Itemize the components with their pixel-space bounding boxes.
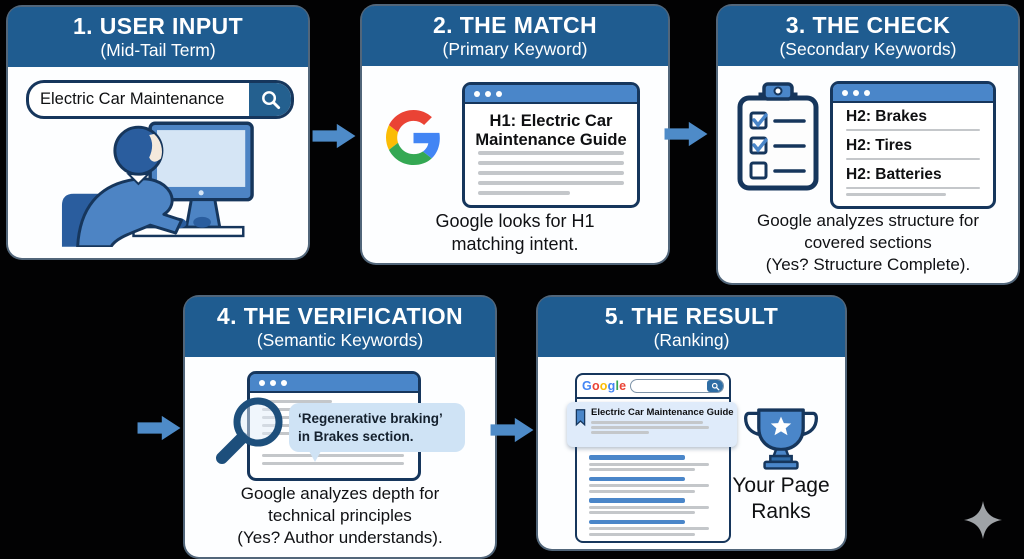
serp-result [589,498,709,514]
text-line [262,400,332,403]
step-3-subtitle: (Secondary Keywords) [779,38,957,59]
step-4-subtitle: (Semantic Keywords) [256,329,424,350]
step-3-body: H2: Brakes H2: Tires H2: Batteries Googl… [718,66,1018,283]
person-at-computer-illustration [61,121,254,247]
flow-arrow-1-icon [312,123,356,149]
magnifier-lens-icon [216,397,283,464]
trophy-icon [744,408,818,470]
step-4-header: 4. THE VERIFICATION (Semantic Keywords) [185,297,495,357]
flow-arrow-4-icon [490,417,534,443]
step-2-card: 2. THE MATCH (Primary Keyword) H1: Elect… [362,6,668,263]
step-2-header: 2. THE MATCH (Primary Keyword) [362,6,668,66]
search-icon [249,83,291,116]
semantic-keyword-bubble: ‘Regenerative braking’ in Brakes section… [289,403,465,463]
step-4-title: 4. THE VERIFICATION [216,303,464,330]
flow-arrow-2-icon [664,121,708,147]
text-line [478,151,624,155]
step-5-card: 5. THE RESULT (Ranking) Google [538,297,845,549]
search-query-text: Electric Car Maintenance [40,90,225,108]
h2-list: H2: Brakes H2: Tires H2: Batteries [846,109,983,203]
window-control-dots [250,374,418,393]
serp-result-list [589,455,709,536]
step-4-body: ‘Regenerative braking’ in Brakes section… [185,357,495,557]
bookmark-ribbon-icon [575,409,586,427]
step-5-header: 5. THE RESULT (Ranking) [538,297,845,357]
h2-item: H2: Batteries [846,166,942,183]
google-g-logo [386,110,440,165]
window-control-dots [833,84,993,103]
text-line [591,421,703,424]
serp-page-mock: Google Electric Car Maintenance Guide [567,373,737,543]
serp-result [589,519,709,536]
step-5-body: Google Electric Car Maintenance Guide [538,357,845,549]
step-2-caption: Google looks for H1 matching intent. [435,211,595,255]
search-bar: Electric Car Maintenance [26,80,294,119]
step-1-title: 1. USER INPUT [72,13,244,40]
h2-item: H2: Brakes [846,108,927,125]
step-5-title: 5. THE RESULT [604,303,779,330]
h2-item: H2: Tires [846,137,913,154]
step-1-card: 1. USER INPUT (Mid-Tail Term) Electric C… [8,7,308,258]
text-line [591,426,709,429]
top-result-content: Electric Car Maintenance Guide [591,402,734,447]
serp-header: Google [577,375,729,399]
text-line [478,191,570,195]
text-line [478,181,624,185]
step-2-body: H1: Electric Car Maintenance Guide Googl… [362,66,668,263]
step-1-body: Electric Car Maintenance [8,67,308,258]
serp-search-box [630,379,724,393]
step-4-caption: Google analyzes depth for technical prin… [237,484,443,548]
step-3-title: 3. THE CHECK [785,12,951,39]
text-line [591,431,649,434]
step-5-subtitle: (Ranking) [653,329,730,350]
text-line [262,462,404,465]
step-1-header: 1. USER INPUT (Mid-Tail Term) [8,7,308,67]
text-line [262,454,404,457]
text-line [846,157,980,160]
trophy-label: Your Page Ranks [732,474,830,523]
text-line [478,171,624,175]
step-1-subtitle: (Mid-Tail Term) [100,39,216,60]
window-control-dots [465,85,637,104]
h1-page-mock: H1: Electric Car Maintenance Guide [462,82,640,208]
serp-result [589,455,709,471]
h1-heading: H1: Electric Car Maintenance Guide [475,112,627,149]
step-3-header: 3. THE CHECK (Secondary Keywords) [718,6,1018,66]
text-line [846,128,980,131]
step-4-card: 4. THE VERIFICATION (Semantic Keywords) … [185,297,495,557]
step-2-subtitle: (Primary Keyword) [442,38,588,59]
sparkle-watermark-icon [964,501,1002,539]
google-wordmark: Google [582,379,627,393]
flow-arrow-3-icon [137,415,181,441]
serp-search-icon [707,380,723,392]
step-3-card: 3. THE CHECK (Secondary Keywords) [718,6,1018,283]
clipboard-checklist-icon [737,82,819,191]
step-3-caption: Google analyzes structure for covered se… [756,211,980,275]
serp-result [589,476,709,493]
top-result-highlight: Electric Car Maintenance Guide [567,402,737,447]
text-line [478,161,624,165]
text-line [846,193,946,196]
step-2-title: 2. THE MATCH [432,12,598,39]
text-line [846,186,980,189]
top-result-title: Electric Car Maintenance Guide [591,407,734,418]
h2-structure-mock: H2: Brakes H2: Tires H2: Batteries [830,81,996,209]
